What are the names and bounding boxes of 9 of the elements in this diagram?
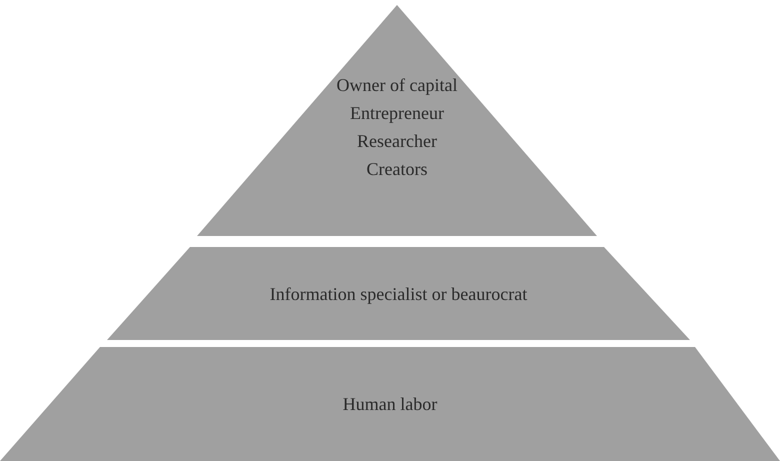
pyramid-tier xyxy=(197,5,597,236)
tier-label: Owner of capital xyxy=(336,74,458,97)
tier-label: Creators xyxy=(366,158,428,181)
tier-label: Human labor xyxy=(342,393,438,416)
pyramid-tier xyxy=(0,347,780,461)
pyramid-tier xyxy=(107,247,690,340)
tier-label: Researcher xyxy=(357,130,437,153)
tier-label: Entrepreneur xyxy=(350,102,444,125)
tier-label: Information specialist or beaurocrat xyxy=(270,282,528,306)
